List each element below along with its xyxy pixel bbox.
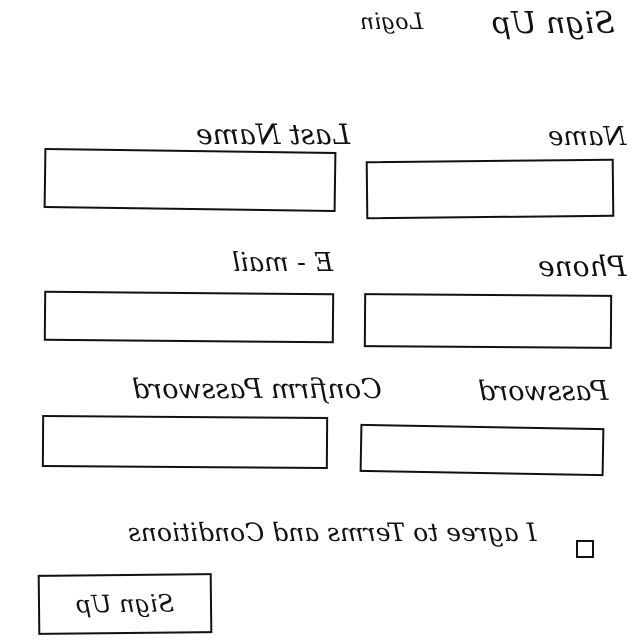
email-input[interactable] [45,292,333,342]
email-field[interactable] [43,290,335,344]
password-field[interactable] [359,423,605,477]
terms-label: I agree to Terms and Conditions [128,518,537,547]
confirm-password-field[interactable] [41,415,329,469]
first-name-input[interactable] [367,160,613,218]
email-label: E - mail [232,248,334,278]
signup-submit-button[interactable]: Sign Up [37,573,213,635]
signup-tab[interactable]: Sign Up [492,6,615,41]
phone-field[interactable] [363,293,613,349]
confirm-password-label: Confirm Password [132,374,382,405]
signup-tab-label[interactable]: Sign Up [492,6,615,41]
first-name-label: Name [548,122,627,152]
confirm-password-input[interactable] [43,417,327,467]
login-tab[interactable]: Login [360,10,423,35]
phone-label: Phone [538,250,627,283]
signup-submit-label: Sign Up [75,589,175,619]
last-name-input[interactable] [45,149,335,211]
last-name-field[interactable] [43,147,337,213]
last-name-label: Last Name [196,118,351,151]
terms-checkbox[interactable] [576,540,594,558]
login-tab-label[interactable]: Login [360,10,424,35]
password-input[interactable] [361,425,603,475]
password-label: Password [478,376,609,407]
phone-input[interactable] [365,295,611,347]
first-name-field[interactable] [365,158,615,220]
